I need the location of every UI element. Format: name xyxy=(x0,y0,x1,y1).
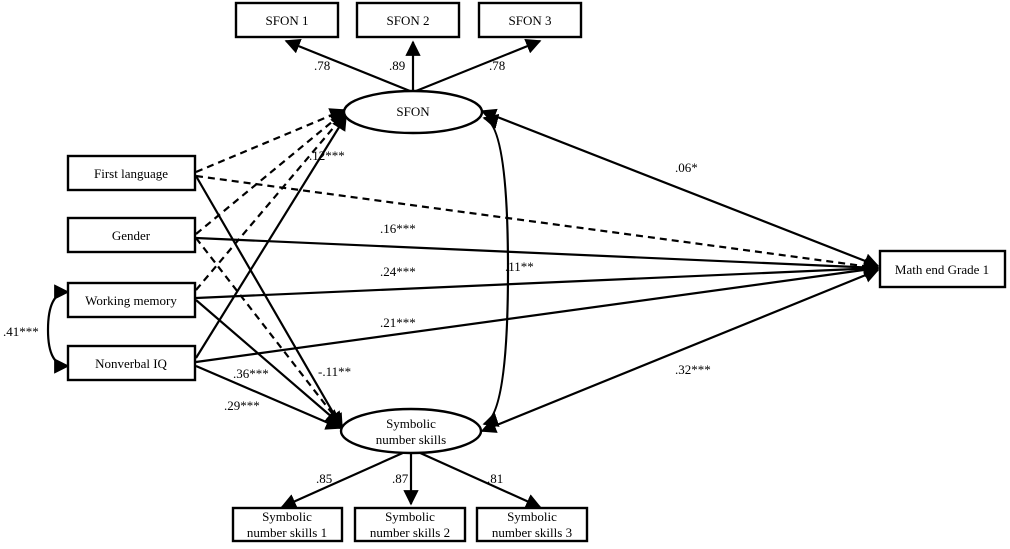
path-sfon-symbolic-covariance xyxy=(482,113,510,427)
path-first-language-to-symbolic xyxy=(195,175,343,430)
path-sfon-to-sfon3 xyxy=(415,39,542,93)
sns3-label-line1: Symbolic xyxy=(507,509,557,524)
sfon-ellipse xyxy=(342,89,484,135)
coef-nonverbal-to-math: .21*** xyxy=(380,315,416,330)
path-gender-to-sfon xyxy=(195,111,346,235)
sns2-box xyxy=(353,506,467,543)
path-gender-to-symbolic xyxy=(195,237,343,428)
coef-sfon-to-sfon2: .89 xyxy=(389,58,405,73)
path-wm-iq-covariance xyxy=(46,284,70,374)
path-symbolic-math-covariance xyxy=(480,268,880,433)
sns1-label-line2: number skills 1 xyxy=(247,525,327,540)
sns3-box xyxy=(475,506,589,543)
path-symbolic-to-sns3 xyxy=(417,450,542,509)
path-working-memory-to-symbolic xyxy=(195,299,342,426)
working-memory-box xyxy=(66,281,197,319)
coef-symbolic-to-math: .32*** xyxy=(675,362,711,377)
symbolic-label-line2: number skills xyxy=(376,432,446,447)
coef-symbolic-to-sns2: .87 xyxy=(392,471,409,486)
symbolic-ellipse xyxy=(339,407,483,455)
path-symbolic-to-sns1 xyxy=(280,450,406,509)
sns3-label-line2: number skills 3 xyxy=(492,525,572,540)
coef-wm-iq-cov: .41*** xyxy=(3,324,39,339)
coef-sfon-symbolic-cov: .11** xyxy=(505,259,534,274)
gender-box xyxy=(66,216,197,254)
path-nonverbal-to-sfon xyxy=(195,114,347,359)
path-gender-to-math xyxy=(195,236,880,276)
nonverbal-iq-box xyxy=(66,344,197,382)
sns2-label-line2: number skills 2 xyxy=(370,525,450,540)
coef-nonverbal-to-sfon: .12*** xyxy=(309,148,345,163)
gender-label: Gender xyxy=(112,228,151,243)
path-nonverbal-to-symbolic xyxy=(195,364,342,430)
coef-sfon-to-math: .06* xyxy=(675,160,698,175)
coef-sfon-to-sfon1: .78 xyxy=(314,58,330,73)
coef-symbolic-to-sns1: .85 xyxy=(316,471,332,486)
sfon2-label: SFON 2 xyxy=(387,13,430,28)
nonverbal-iq-label: Nonverbal IQ xyxy=(95,356,167,371)
coef-nonverbal-to-symbolic: .29*** xyxy=(224,398,260,413)
path-sfon-math-covariance xyxy=(480,108,880,269)
sns2-label-line1: Symbolic xyxy=(385,509,435,524)
coef-working-memory-to-math: .24*** xyxy=(380,264,416,279)
coef-working-memory-to-symbolic: .36*** xyxy=(233,366,269,381)
symbolic-label-line1: Symbolic xyxy=(386,416,436,431)
sfon-label: SFON xyxy=(396,104,430,119)
coef-sfon-to-sfon3: .78 xyxy=(489,58,505,73)
sns1-box xyxy=(231,506,344,543)
first-language-label: First language xyxy=(94,166,168,181)
math-label: Math end Grade 1 xyxy=(895,262,989,277)
sfon1-box xyxy=(234,1,340,39)
path-working-memory-to-sfon xyxy=(195,112,346,291)
sfon2-box xyxy=(355,1,461,39)
math-box xyxy=(878,249,1007,289)
path-first-language-to-sfon xyxy=(195,108,346,174)
coef-gender-to-math: .16*** xyxy=(380,221,416,236)
path-sfon-to-sfon1 xyxy=(284,39,411,93)
sfon3-box xyxy=(477,1,583,39)
sns1-label-line1: Symbolic xyxy=(262,509,312,524)
first-language-box xyxy=(66,154,197,192)
coef-symbolic-to-sns3: .81 xyxy=(487,471,503,486)
sfon1-label: SFON 1 xyxy=(266,13,309,28)
sfon3-label: SFON 3 xyxy=(509,13,552,28)
path-first-language-to-math xyxy=(195,174,880,274)
working-memory-label: Working memory xyxy=(85,293,177,308)
coef-first-language-to-symbolic: -.11** xyxy=(318,364,351,379)
